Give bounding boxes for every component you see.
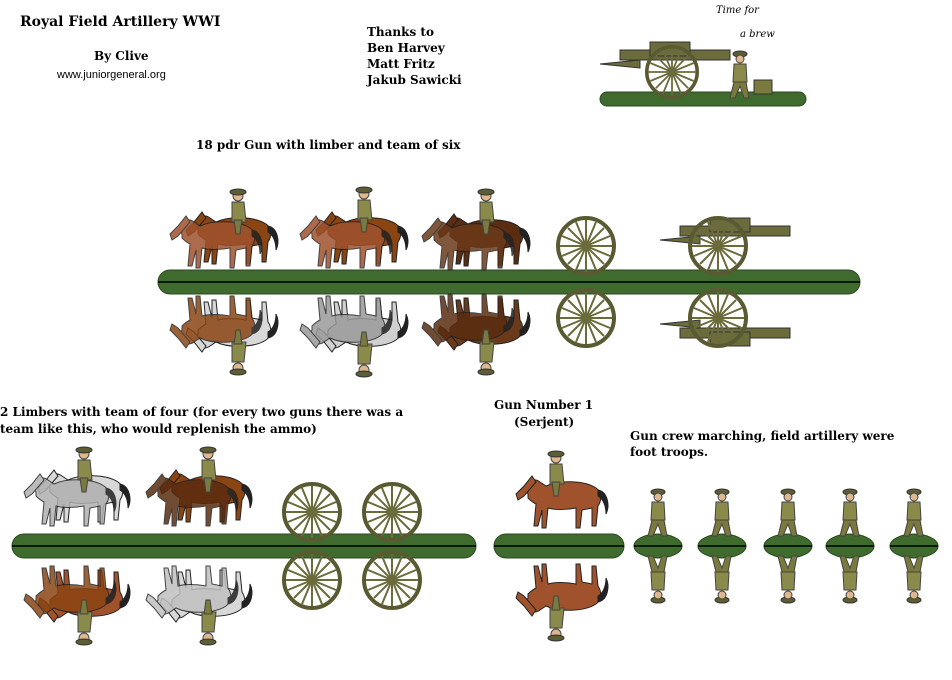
crew-stand (889, 488, 939, 604)
gun-wheel-icon (688, 216, 748, 276)
crew-label-1: Gun crew marching, field artillery were (630, 429, 895, 443)
crew-stand (633, 488, 683, 604)
limber-wheel-icon (282, 550, 342, 610)
marching-soldier (903, 488, 924, 537)
gunner-figure (729, 50, 750, 99)
ammo-box-icon (753, 79, 773, 95)
gun-team-row (157, 186, 861, 378)
crew-label-2: foot troops. (630, 445, 709, 459)
limber-wheel-icon (362, 482, 422, 542)
gun-wheel-icon (688, 288, 748, 348)
marching-soldier (711, 555, 732, 604)
marching-soldier (839, 555, 860, 604)
gun-wheel-icon (644, 44, 700, 100)
page-title: Royal Field Artillery WWI (20, 14, 221, 30)
crew-stand (763, 488, 813, 604)
brew-vignette (599, 41, 807, 107)
limber-wheel-icon (556, 216, 616, 276)
marching-soldier (777, 555, 798, 604)
marching-soldier (903, 555, 924, 604)
crew-row (633, 488, 939, 604)
serjent-label: (Serjent) (514, 415, 575, 429)
thanks-name: Matt Fritz (367, 57, 435, 71)
marching-soldier (839, 488, 860, 537)
brew-caption-1: Time for (716, 5, 759, 16)
thanks-name: Ben Harvey (367, 41, 445, 55)
crew-stand (825, 488, 875, 604)
limber-wheel-icon (556, 288, 616, 348)
thanks-heading: Thanks to (367, 25, 434, 39)
marching-soldier (711, 488, 732, 537)
limber-wheel-icon (362, 550, 422, 610)
gun-team-label: 18 pdr Gun with limber and team of six (196, 138, 461, 152)
base-stand (599, 91, 807, 107)
thanks-name: Jakub Sawicki (367, 73, 462, 87)
crew-stand (697, 488, 747, 604)
marching-soldier (777, 488, 798, 537)
marching-soldier (647, 488, 668, 537)
author-credit: By Clive (94, 49, 149, 63)
brew-caption-2: a brew (740, 29, 775, 40)
limber-wheel-icon (282, 482, 342, 542)
serjent-figure (493, 450, 625, 642)
gun-number-one-label: Gun Number 1 (494, 398, 594, 412)
limbers-row (11, 446, 477, 646)
website-link[interactable]: www.juniorgeneral.org (57, 69, 166, 81)
marching-soldier (647, 555, 668, 604)
limbers-label-1: 2 Limbers with team of four (for every t… (0, 405, 404, 419)
limbers-label-2: team like this, who would replenish the … (0, 422, 317, 436)
